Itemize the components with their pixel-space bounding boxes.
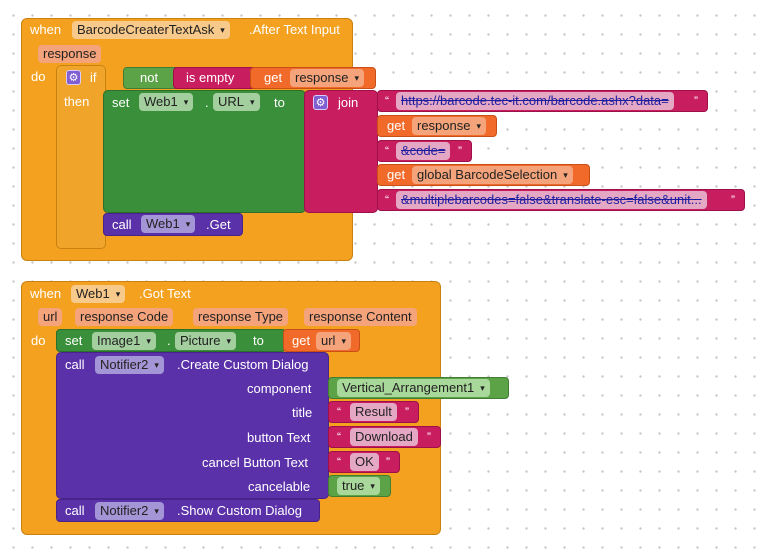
show-method-label: .Show Custom Dialog (177, 503, 302, 518)
if-label: if (90, 70, 97, 85)
join-block[interactable] (304, 90, 378, 213)
event-component-dropdown[interactable]: BarcodeCreaterTextAsk (72, 21, 230, 39)
quote-open-icon: “ (385, 144, 389, 158)
button-text-value[interactable]: Download (350, 428, 418, 446)
set-web1-url-block[interactable] (103, 90, 306, 213)
param-url[interactable]: url (38, 308, 63, 326)
call-label: call (65, 357, 85, 372)
param-response[interactable]: response (38, 45, 102, 63)
quote-close-icon: ” (694, 94, 698, 108)
param-response-content[interactable]: response Content (304, 308, 417, 326)
do-label: do (31, 69, 46, 84)
quote-close-icon: ” (386, 455, 390, 469)
set-property-dropdown[interactable]: URL (213, 93, 260, 111)
then-label: then (64, 94, 90, 109)
quote-close-icon: ” (405, 405, 409, 419)
get-label: get (387, 118, 406, 133)
call-label: call (112, 217, 132, 232)
set-label: set (65, 333, 83, 348)
quote-open-icon: “ (385, 193, 389, 207)
get-response-dropdown[interactable]: response (290, 69, 365, 87)
get-url-dropdown[interactable]: url (316, 332, 351, 350)
join-get-global-dropdown[interactable]: global BarcodeSelection (412, 166, 573, 184)
to-label: to (253, 333, 264, 348)
quote-close-icon: ” (458, 144, 462, 158)
call-component-dropdown[interactable]: Web1 (141, 215, 196, 233)
arg-cancelable-label: cancelable (248, 479, 311, 494)
when-label: when (30, 22, 62, 37)
join-text-params[interactable]: &multiplebarcodes=false&translate-esc=fa… (396, 191, 707, 209)
join-text-url[interactable]: https://barcode.tec-it.com/barcode.ashx?… (396, 92, 674, 110)
event-name-label: .Got Text (139, 286, 191, 301)
gear-icon[interactable]: ⚙ (66, 70, 81, 85)
call-method-label: .Get (206, 217, 231, 232)
to-label: to (274, 95, 285, 110)
not-label: not (140, 70, 159, 85)
event-component-dropdown[interactable]: Web1 (71, 285, 126, 303)
set-property-dropdown[interactable]: Picture (175, 332, 236, 350)
dialog-method-label: .Create Custom Dialog (177, 357, 309, 372)
title-text-value[interactable]: Result (350, 403, 397, 421)
get-label: get (264, 70, 283, 85)
quote-open-icon: “ (337, 455, 341, 469)
quote-close-icon: ” (427, 430, 431, 444)
do-label: do (31, 333, 46, 348)
arg-button-label: button Text (247, 430, 311, 445)
arg-component-label: component (247, 381, 312, 396)
quote-open-icon: “ (385, 94, 389, 108)
dot-label: . (167, 333, 171, 348)
create-custom-dialog-block[interactable] (56, 352, 329, 499)
join-label: join (338, 95, 359, 110)
dialog-component-dropdown[interactable]: Notifier2 (95, 356, 164, 374)
component-value-dropdown[interactable]: Vertical_Arrangement1 (337, 379, 490, 397)
if-block[interactable] (56, 65, 106, 249)
quote-open-icon: “ (337, 430, 341, 444)
quote-close-icon: ” (731, 193, 735, 207)
join-text-code[interactable]: &code= (396, 142, 451, 160)
quote-open-icon: “ (337, 405, 341, 419)
is-empty-label: is empty (186, 70, 235, 85)
set-image1-picture-block[interactable] (56, 329, 286, 352)
when-label: when (30, 286, 62, 301)
set-label: set (112, 95, 130, 110)
call-label: call (65, 503, 85, 518)
dot-label: . (205, 95, 209, 110)
join-get-response-dropdown[interactable]: response (412, 117, 487, 135)
get-label: get (292, 333, 311, 348)
cancel-text-value[interactable]: OK (350, 453, 379, 471)
gear-icon[interactable]: ⚙ (313, 95, 328, 110)
arg-title-label: title (292, 405, 313, 420)
arg-cancel-label: cancel Button Text (202, 455, 308, 470)
get-label: get (387, 167, 406, 182)
set-component-dropdown[interactable]: Image1 (92, 332, 156, 350)
show-component-dropdown[interactable]: Notifier2 (95, 502, 164, 520)
param-response-type[interactable]: response Type (193, 308, 289, 326)
set-component-dropdown[interactable]: Web1 (139, 93, 194, 111)
event-name-label: .After Text Input (249, 22, 340, 37)
cancelable-value-dropdown[interactable]: true (337, 477, 380, 495)
param-response-code[interactable]: response Code (75, 308, 174, 326)
